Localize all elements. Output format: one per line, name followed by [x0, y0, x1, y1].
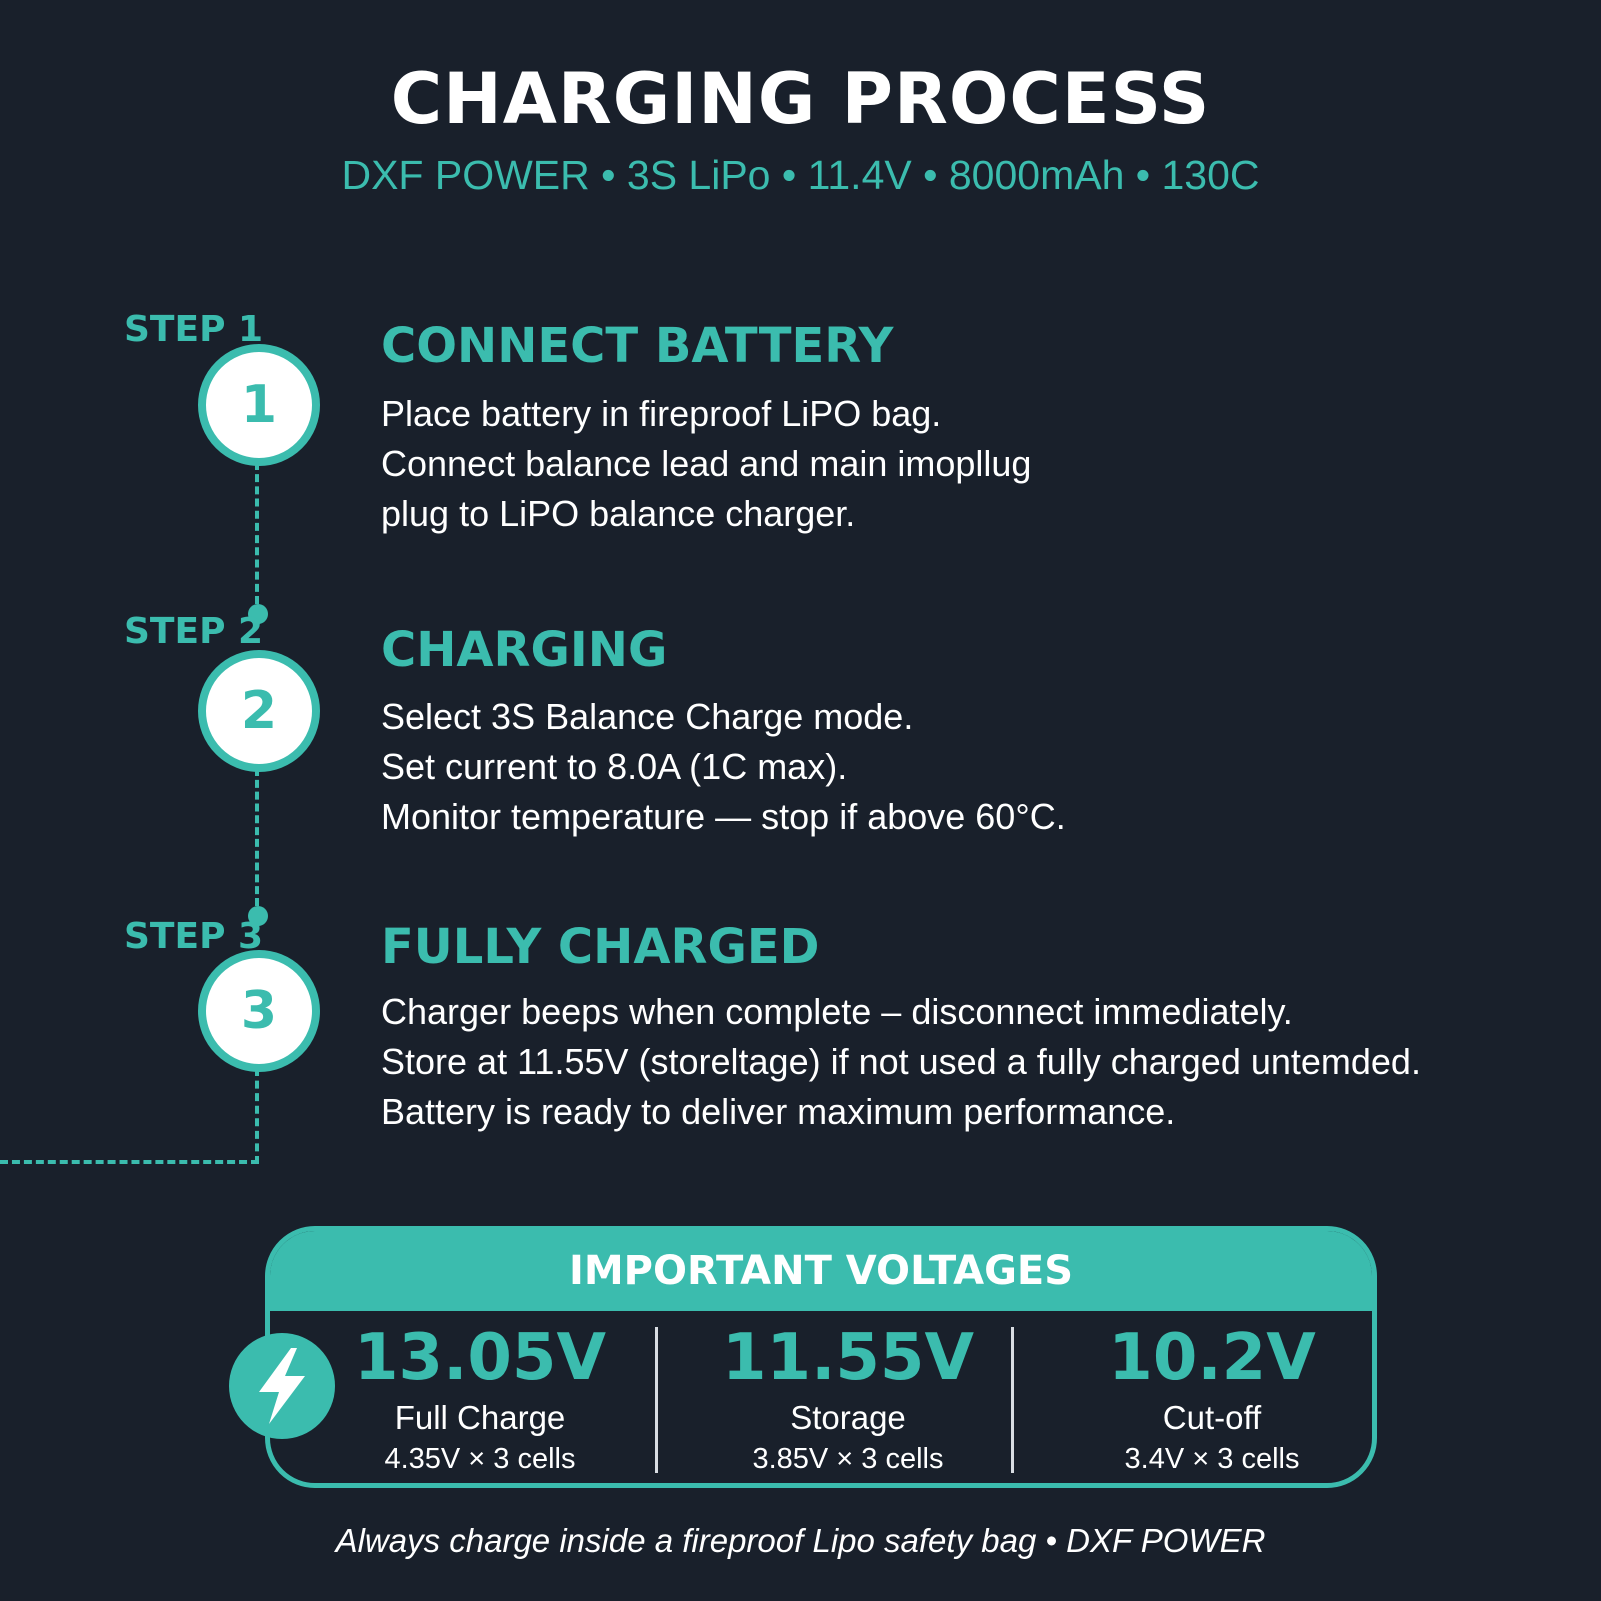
voltage-name: Cut-off	[1162, 1399, 1262, 1436]
lightning-bolt-icon	[229, 1333, 335, 1439]
step-description: Place battery in fireproof LiPO bag. Con…	[381, 389, 1031, 539]
timeline-connector	[255, 462, 259, 604]
step-description: Charger beeps when complete – disconnect…	[381, 987, 1421, 1137]
step-description-line: plug to LiPO balance charger.	[381, 493, 856, 534]
column-divider	[655, 1327, 658, 1473]
voltage-value: 10.2V	[1108, 1321, 1316, 1395]
voltage-storage: 11.55V Storage 3.85V × 3 cells	[678, 1319, 1018, 1479]
page-title: CHARGING PROCESS	[390, 58, 1211, 140]
step-title: CHARGING	[381, 622, 668, 678]
step-description-line: Connect balance lead and main imopllug	[381, 443, 1032, 484]
voltage-cells: 3.4V × 3 cells	[1124, 1443, 1300, 1475]
step-description-line: Charger beeps when complete – disconnect…	[381, 991, 1293, 1032]
step-description-line: Select 3S Balance Charge mode.	[381, 696, 914, 737]
step-description-line: Monitor temperature — stop if above 60°C…	[381, 796, 1066, 837]
voltage-value: 11.55V	[722, 1321, 974, 1395]
step-number-badge: 2	[198, 650, 320, 772]
voltage-full-charge: 13.05V Full Charge 4.35V × 3 cells	[310, 1319, 650, 1479]
voltage-cells: 4.35V × 3 cells	[384, 1443, 576, 1475]
voltage-cutoff: 10.2V Cut-off 3.4V × 3 cells	[1042, 1319, 1372, 1479]
voltage-cells: 3.85V × 3 cells	[752, 1443, 944, 1475]
voltage-value: 13.05V	[354, 1321, 606, 1395]
step-description-line: Battery is ready to deliver maximum perf…	[381, 1091, 1176, 1132]
voltage-name: Storage	[790, 1399, 906, 1436]
step-label: STEP 3	[124, 916, 264, 957]
product-subtitle: DXF POWER • 3S LiPo • 11.4V • 8000mAh • …	[341, 152, 1260, 198]
step-number-badge: 1	[198, 344, 320, 466]
timeline-connector	[0, 1160, 259, 1164]
timeline-connector	[255, 1068, 259, 1164]
step-description-line: Store at 11.55V (storeltage) if not used…	[381, 1041, 1421, 1082]
step-title: CONNECT BATTERY	[381, 318, 894, 374]
lightning-bolt-icon	[259, 1348, 305, 1424]
step-label: STEP 2	[124, 611, 264, 652]
step-number-badge: 3	[198, 950, 320, 1072]
timeline-dot	[248, 604, 268, 624]
step-label: STEP 1	[124, 309, 264, 350]
voltage-name: Full Charge	[394, 1399, 566, 1436]
step-description-line: Place battery in fireproof LiPO bag.	[381, 393, 942, 434]
voltages-heading: IMPORTANT VOLTAGES	[270, 1231, 1372, 1311]
voltages-card: IMPORTANT VOLTAGES 13.05V Full Charge 4.…	[265, 1226, 1377, 1488]
timeline-connector	[255, 768, 259, 906]
safety-footer: Always charge inside a fireproof Lipo sa…	[335, 1522, 1266, 1559]
column-divider	[1011, 1327, 1014, 1473]
step-description: Select 3S Balance Charge mode. Set curre…	[381, 692, 1066, 842]
step-title: FULLY CHARGED	[381, 919, 820, 975]
timeline-dot	[248, 906, 268, 926]
step-description-line: Set current to 8.0A (1C max).	[381, 746, 848, 787]
